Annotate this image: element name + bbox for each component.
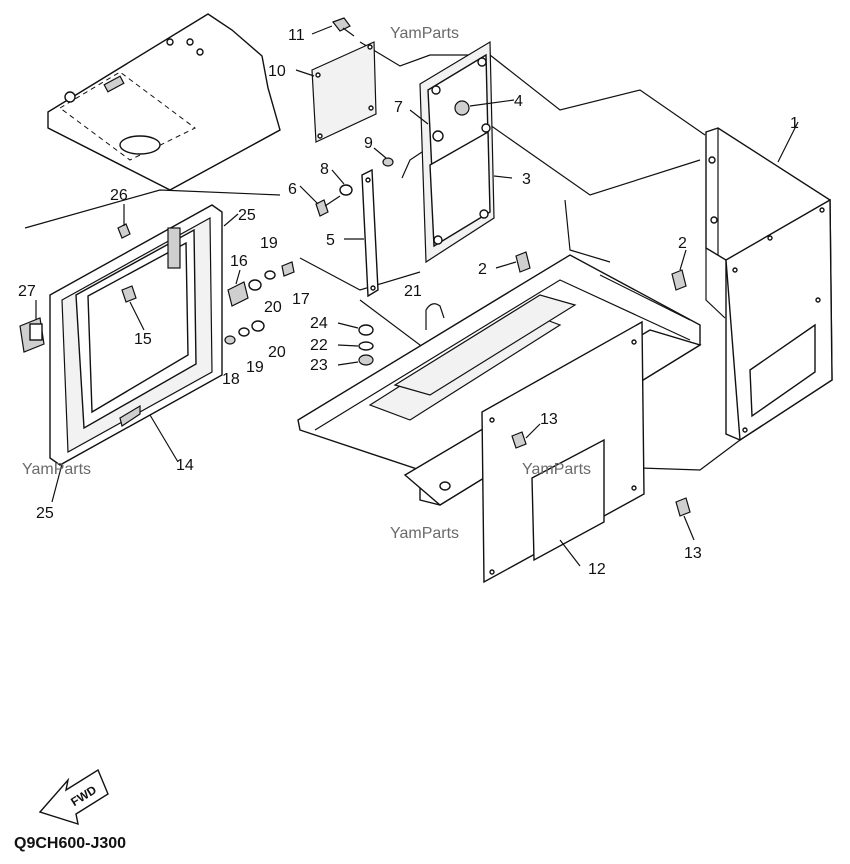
part-5-strip [361,168,379,298]
callout-19: 19 [260,235,278,252]
callout-26: 26 [110,187,128,204]
watermark-text: YamParts [390,525,459,542]
callout-24: 24 [310,315,328,332]
callout-16: 16 [230,253,248,270]
callout-21: 21 [404,283,422,300]
callout-1: 1 [790,115,799,132]
leader-lines [35,25,799,567]
callout-20: 20 [264,299,282,316]
callout-6: 6 [288,181,297,198]
callout-2: 2 [678,235,687,252]
callout-25: 25 [238,207,256,224]
callout-17: 17 [292,291,310,308]
part-26-bolt [117,223,131,239]
watermark-text: YamParts [390,25,459,42]
callout-3: 3 [522,171,531,188]
callout-15: 15 [134,331,152,348]
callout-11: 11 [288,27,305,44]
part-12-front-panel [481,320,645,584]
callout-5: 5 [326,232,335,249]
guide-lines [24,41,741,471]
part-10-plate [311,41,377,143]
hardware-cluster [224,261,445,366]
watermark-text: YamParts [22,461,91,478]
part-2-bolts [515,251,687,291]
part-11-bolt [332,17,355,37]
callout-22: 22 [310,337,328,354]
callout-18: 18 [222,371,240,388]
callout-labels: 1 2 2 3 4 5 6 7 8 9 10 11 12 13 13 14 15… [18,27,799,578]
callout-14: 14 [176,457,194,474]
callout-23: 23 [310,357,328,374]
callout-13: 13 [540,411,558,428]
callout-2: 2 [478,261,487,278]
callout-10: 10 [268,63,286,80]
part-3-side-panel [419,40,495,264]
diagram-code: Q9CH600-J300 [14,835,126,852]
callout-9: 9 [364,135,373,152]
callout-19: 19 [246,359,264,376]
part-1-enclosure [705,127,833,442]
part-6-bolt [315,157,394,217]
top-cover-panel [47,13,281,191]
watermarks: YamParts YamParts YamParts YamParts [22,25,591,542]
callout-12: 12 [588,561,606,578]
callout-13: 13 [684,545,702,562]
part-13-bolts [511,431,691,517]
callout-8: 8 [320,161,329,178]
watermark-text: YamParts [522,461,591,478]
fwd-arrow-icon: FWD [38,768,109,826]
part-14-door-frame [49,204,223,466]
callout-27: 27 [18,283,36,300]
part-15-bolt [121,285,137,303]
callout-7: 7 [394,99,403,116]
callout-25: 25 [36,505,54,522]
callout-20: 20 [268,344,286,361]
part-27-latch [19,317,45,353]
callout-4: 4 [514,93,523,110]
